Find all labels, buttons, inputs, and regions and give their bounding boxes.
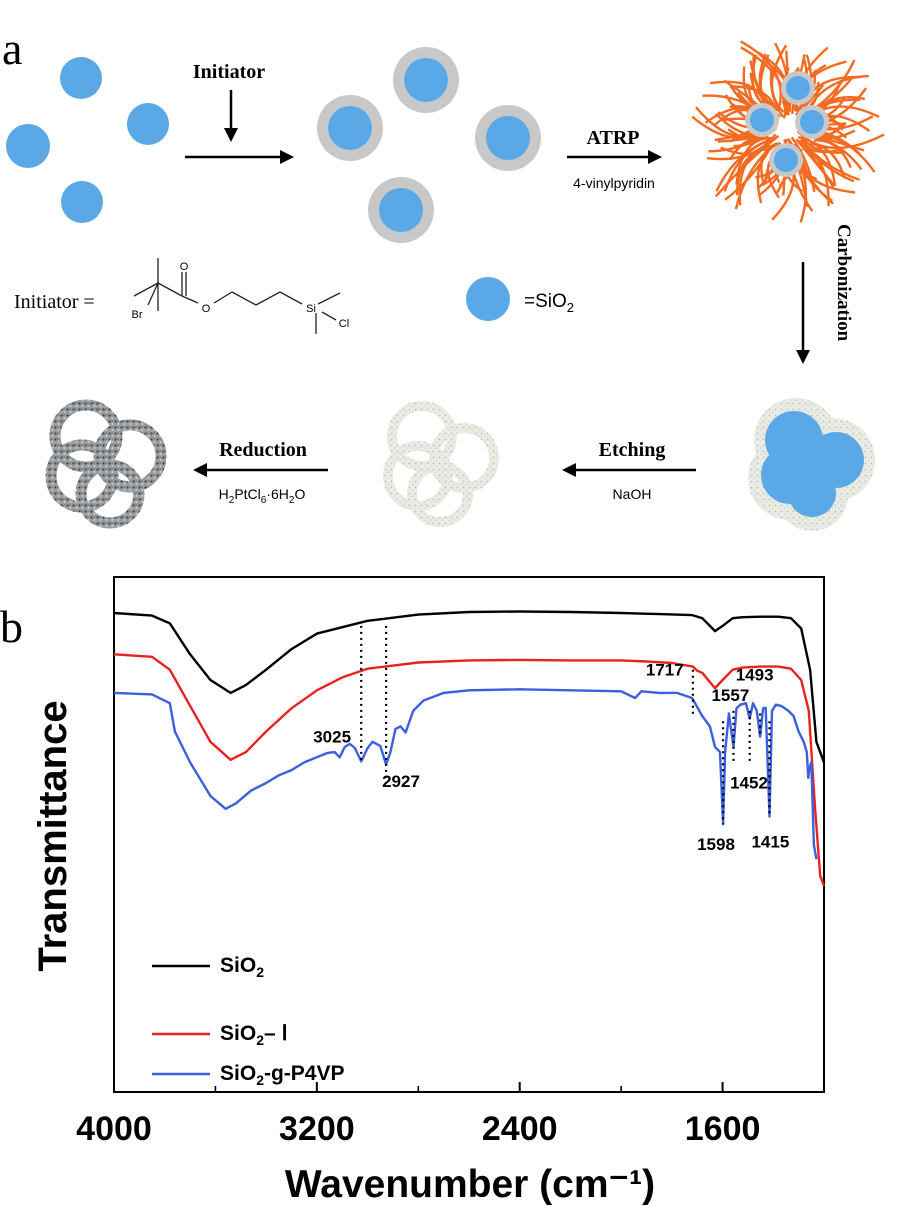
etching-reagent: NaOH [613, 486, 652, 502]
plot-frame [113, 576, 825, 1093]
pt-loaded-hollow-spheres [45, 399, 167, 529]
polymer-chain [795, 138, 830, 207]
legend-label: SiO2– Ⅰ [220, 1022, 288, 1048]
silica-sphere [60, 57, 102, 99]
series-line [113, 653, 826, 887]
atom-label: O [180, 261, 189, 273]
etching-arrow [562, 463, 696, 477]
reduction-reagent: H2PtCl6·6H2O [219, 486, 306, 506]
polymer-chain [714, 134, 780, 198]
atom-label: Si [306, 303, 316, 315]
initiator-arrow-label: Initiator [193, 61, 265, 83]
legend-label: SiO2-g-P4VP [220, 1062, 345, 1088]
polymer-chain [728, 135, 766, 161]
carbon-coated-silica [748, 398, 875, 531]
peak-label: 1598 [697, 835, 735, 854]
polymer-chain [715, 137, 773, 192]
atom-label: O [202, 303, 211, 315]
polymer-chain [797, 136, 837, 187]
peak-label: 1493 [736, 665, 774, 684]
polymer-chain [735, 136, 773, 185]
legend-item: SiO2 [152, 954, 264, 980]
polymer-chain [708, 136, 762, 153]
initiator-arrow [185, 90, 294, 164]
silica-sphere [127, 103, 169, 145]
hollow-carbon-spheres [383, 401, 499, 527]
atom-label: Cl [339, 318, 349, 330]
polymer-chain [770, 44, 788, 113]
initiator-coated-spheres [317, 47, 541, 243]
x-axis-title: Wavenumber (cm⁻¹) [285, 1163, 655, 1206]
y-axis-title: Transmittance [31, 700, 75, 971]
peak-label: 1415 [751, 833, 789, 852]
polymer-chain [734, 143, 776, 210]
peak-label: 1452 [730, 773, 768, 792]
peak-label: 2927 [382, 772, 420, 791]
polymer-brush-particle [691, 40, 885, 223]
sio2-legend-icon [466, 277, 510, 321]
carbonization-label: Carbonization [833, 224, 854, 342]
initiator-structure [133, 258, 341, 334]
monomer-label: 4-vinylpyridin [573, 175, 655, 191]
reduction-arrow [193, 463, 328, 477]
legend-item: SiO2– Ⅰ [152, 1022, 288, 1048]
x-tick-label: 3200 [279, 1110, 355, 1148]
panel-b-label: b [0, 601, 23, 652]
annotation-layer: 3025 2927 1717 1557 1493 1452 1598 1415 [313, 625, 789, 854]
grafted-silica-core [781, 71, 815, 105]
atrp-arrow [567, 150, 662, 164]
silica-sphere [6, 124, 50, 168]
coated-sphere [475, 105, 541, 171]
x-tick-label: 2400 [482, 1110, 558, 1148]
grafted-silica-core [769, 143, 803, 177]
x-tick-label: 1600 [685, 1110, 761, 1148]
legend-item: SiO2-g-P4VP [152, 1062, 345, 1088]
polymer-chain [813, 139, 852, 169]
carbonization-arrow [796, 262, 810, 364]
series-line [113, 688, 818, 860]
x-axis-ticks: 4000 3200 2400 1600 [76, 1082, 825, 1148]
atrp-label: ATRP [587, 127, 640, 149]
ftir-chart: b 3025 2927 1717 1557 1493 1452 1598 1415 4000 3… [0, 576, 826, 1206]
series-layer [113, 610, 826, 887]
coated-sphere [393, 47, 459, 113]
panel-a-label: a [2, 23, 22, 74]
atom-label: Br [132, 309, 143, 321]
sio2-legend-label: =SiO2 [524, 291, 574, 315]
grafted-silica-core [745, 103, 779, 137]
coated-sphere [368, 177, 434, 243]
grafted-silica-core [795, 105, 829, 139]
coated-sphere [317, 95, 383, 161]
polymer-chain [790, 136, 816, 193]
polymer-chain [802, 75, 861, 112]
x-tick-label: 4000 [76, 1110, 152, 1148]
synthesis-scheme: a Initiator ATRP 4-vinylpyridin Carboniz… [2, 23, 885, 531]
silica-sphere [61, 181, 103, 223]
series-line [113, 610, 826, 763]
legend-label: SiO2 [220, 954, 264, 980]
reduction-label: Reduction [219, 439, 307, 461]
peak-label: 1557 [711, 686, 749, 705]
polymer-chain [724, 150, 770, 201]
silica-spheres-bare [6, 57, 169, 223]
etching-label: Etching [599, 439, 666, 461]
peak-label: 1717 [646, 660, 684, 679]
polymer-chain [803, 147, 835, 188]
initiator-equation-label: Initiator = [14, 291, 95, 313]
peak-label: 3025 [313, 728, 351, 747]
